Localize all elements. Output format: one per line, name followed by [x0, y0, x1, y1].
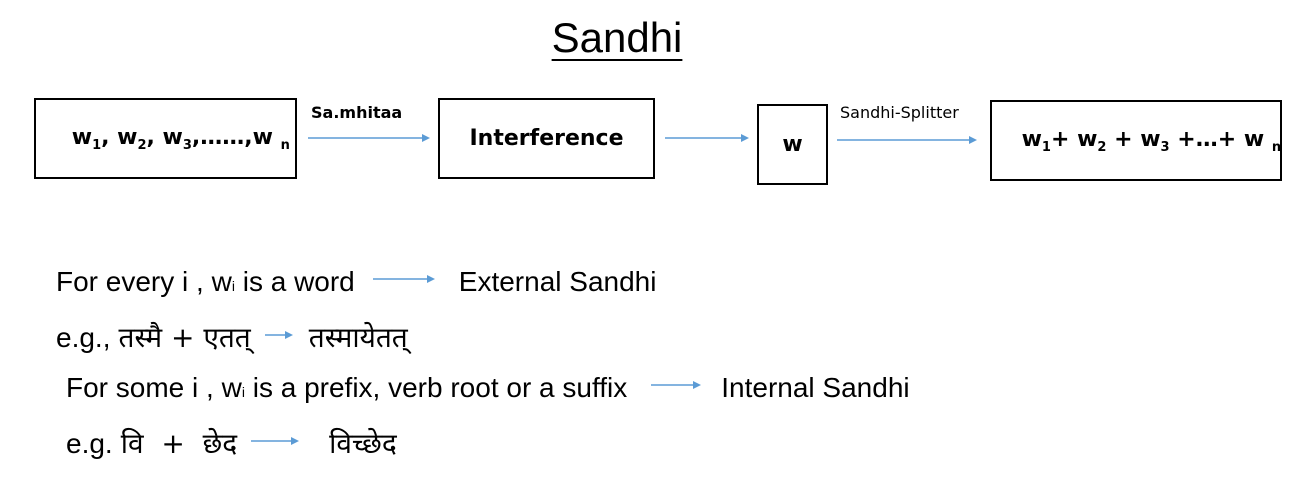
external-sandhi-label: External Sandhi — [458, 266, 657, 297]
interference-label: Interference — [469, 126, 624, 151]
input-words-label: w1, w2, w3,……,w n — [71, 124, 290, 153]
sandhi-splitter-label: Sandhi-Splitter — [840, 103, 959, 122]
external-rule-arrow — [372, 275, 435, 283]
page-title: Sandhi — [551, 14, 683, 61]
interference-box: Interference — [438, 98, 655, 179]
samhitaa-arrow — [308, 134, 430, 142]
internal-example-arrow — [251, 437, 300, 445]
internal-sandhi-example: e.g. वि + छेद विच्छेद — [66, 424, 397, 462]
external-sandhi-example: e.g., तस्मै + एतत् तस्मायेतत् — [56, 318, 408, 356]
samhitaa-label: Sa.mhitaa — [311, 103, 403, 122]
input-words-box: w1, w2, w3,……,w n — [34, 98, 297, 179]
external-example-arrow — [264, 331, 293, 339]
internal-rule-arrow — [651, 381, 702, 389]
internal-example-left: वि + छेद — [120, 427, 238, 460]
internal-sandhi-label: Internal Sandhi — [721, 372, 910, 403]
interference-to-w-arrow — [665, 134, 749, 142]
external-example-right: तस्मायेतत् — [308, 321, 408, 354]
sandhi-splitter-arrow — [837, 136, 977, 144]
w-label: w — [782, 132, 803, 157]
w-box: w — [757, 104, 828, 185]
output-split-label: w1+ w2 + w3 +…+ w n — [1021, 126, 1282, 155]
output-split-box: w1+ w2 + w3 +…+ w n — [990, 100, 1282, 181]
internal-example-right: विच्छेद — [329, 427, 397, 460]
external-example-left: तस्मै + एतत् — [118, 321, 251, 354]
